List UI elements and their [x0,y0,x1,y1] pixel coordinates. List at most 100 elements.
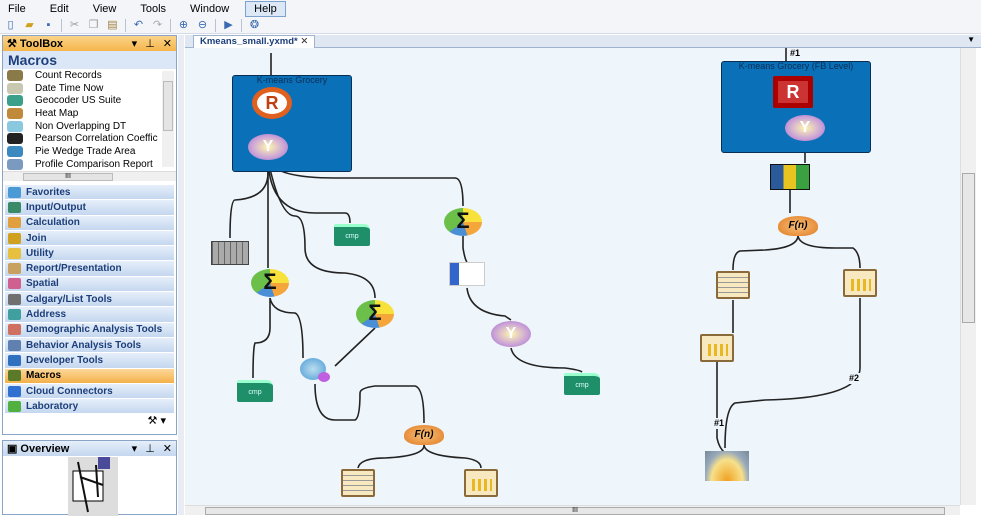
cluster-tool-icon[interactable]: Y [248,134,288,160]
category-calgary-list-tools[interactable]: Calgary/List Tools [5,292,174,308]
macro-item[interactable]: Profile Comparison Report [3,158,176,171]
summarize-tool-icon[interactable]: Σ [356,300,394,328]
menu-window[interactable]: Window [190,2,230,15]
zoom-in-icon[interactable]: ⊕ [178,18,189,31]
formula-tool-icon[interactable]: F(n) [778,216,818,236]
category-macros[interactable]: Macros [5,368,174,384]
category-label: Favorites [26,186,71,198]
macro-label: Date Time Now [35,82,104,94]
output-tool-icon[interactable]: cmp [237,380,273,402]
category-input-output[interactable]: Input/Output [5,200,174,216]
connection-line[interactable] [724,298,861,449]
tool-container-kmeans-grocery[interactable]: K-means Grocery [232,75,352,172]
connection-line[interactable] [462,236,468,263]
toolbox-options-icon[interactable]: ⚒ ▾ [147,415,166,428]
connection-line[interactable] [334,327,376,367]
tab-list-dropdown-icon[interactable]: ▼ [967,35,975,44]
connection-line[interactable] [267,159,351,224]
save-icon[interactable]: ▪ [46,18,51,31]
connection-line[interactable] [357,444,425,469]
category-developer-tools[interactable]: Developer Tools [5,353,174,369]
zoom-out-icon[interactable]: ⊖ [197,18,208,31]
category-behavior-analysis-tools[interactable]: Behavior Analysis Tools [5,337,174,354]
report-table-tool-icon[interactable] [716,271,750,299]
report-chart-tool-icon[interactable] [464,469,498,497]
overview-thumbnail[interactable] [68,457,118,516]
tab-kmeans-small[interactable]: Kmeans_small.yxmd* ✕ [193,35,316,48]
category-join[interactable]: Join [5,230,174,247]
canvas-vertical-scrollbar[interactable] [960,48,976,505]
macro-item[interactable]: Non Overlapping DT [3,120,176,133]
category-cloud-connectors[interactable]: Cloud Connectors [5,383,174,400]
category-demographic-analysis-tools[interactable]: Demographic Analysis Tools [5,322,174,338]
output-tool-icon[interactable]: cmp [334,224,370,246]
redo-icon[interactable]: ↷ [152,18,163,31]
category-laboratory[interactable]: Laboratory [5,399,174,415]
connection-line[interactable] [510,347,583,373]
open-icon[interactable]: ▰ [25,18,34,31]
select-tool-icon[interactable] [449,262,485,286]
summarize-tool-icon[interactable]: Σ [251,269,289,297]
report-chart-tool-icon[interactable] [843,269,877,297]
close-icon[interactable]: ✕ [162,443,172,455]
macro-item[interactable]: Count Records [3,69,176,82]
paste-icon[interactable]: ▤ [107,18,118,31]
close-icon[interactable]: ✕ [162,38,172,50]
macro-item[interactable]: Pearson Correlation Coeffic [3,132,176,145]
output-tool-icon[interactable]: cmp [564,373,600,395]
category-report-presentation[interactable]: Report/Presentation [5,261,174,277]
render-tool-icon[interactable] [705,451,749,481]
connection-line[interactable] [423,444,482,469]
dropdown-icon[interactable]: ▾ [131,443,138,455]
macro-item[interactable]: Heat Map [3,107,176,120]
panel-splitter[interactable] [178,35,184,515]
report-table-tool-icon[interactable] [341,469,375,497]
macro-item[interactable]: Pie Wedge Trade Area [3,145,176,158]
menu-help[interactable]: Help [245,0,286,17]
category-calculation[interactable]: Calculation [5,215,174,231]
new-icon[interactable]: ▯ [7,18,14,31]
menu-tools[interactable]: Tools [140,2,167,15]
connection-line[interactable] [267,159,376,299]
connection-line[interactable] [229,160,269,239]
macro-item[interactable]: Geocoder US Suite [3,94,176,107]
r-tool-disabled-icon[interactable]: R [773,76,813,108]
help-icon[interactable]: ❂ [249,18,260,31]
close-tab-icon[interactable]: ✕ [300,36,309,47]
category-favorites[interactable]: Favorites [5,185,174,201]
run-icon[interactable]: ▶ [224,18,233,31]
cluster-tool-icon[interactable]: Y [785,115,825,141]
connection-line[interactable] [314,383,425,424]
category-address[interactable]: Address [5,307,174,323]
dropdown-icon[interactable]: ▾ [131,38,138,50]
report-chart-tool-icon[interactable] [700,334,734,362]
pin-icon[interactable]: ⊥ [145,443,155,455]
connection-line[interactable] [732,235,799,271]
summarize-tool-icon[interactable]: Σ [444,208,482,236]
category-utility[interactable]: Utility [5,246,174,262]
menu-edit[interactable]: Edit [49,2,69,15]
copy-icon[interactable]: ❐ [88,18,99,31]
workflow-canvas[interactable]: K-means Grocery K-means Grocery (FB Leve… [185,48,960,505]
macro-list-hscrollbar[interactable]: III [3,171,176,181]
pin-icon[interactable]: ⊥ [145,38,155,50]
browse-tool-icon[interactable] [211,241,249,265]
cut-icon[interactable]: ✂ [69,18,80,31]
menu-file[interactable]: File [8,2,26,15]
canvas-horizontal-scrollbar[interactable]: III [185,505,960,515]
macro-item[interactable]: Date Time Now [3,82,176,95]
menu-view[interactable]: View [92,2,117,15]
undo-icon[interactable]: ↶ [133,18,144,31]
r-tool-icon[interactable]: R [252,87,292,119]
category-spatial[interactable]: Spatial [5,276,174,293]
connection-line[interactable] [252,298,271,379]
connection-line[interactable] [797,235,861,269]
table-tool-icon[interactable] [770,164,810,190]
connection-line[interactable] [716,360,726,454]
formula-tool-icon[interactable]: F(n) [404,425,444,445]
cluster-tool-icon[interactable]: Y [491,321,531,347]
connection-line[interactable] [466,287,512,321]
join-tool-icon[interactable] [300,358,330,382]
macro-list-scrollbar[interactable] [162,71,174,167]
connection-line[interactable] [269,297,304,359]
